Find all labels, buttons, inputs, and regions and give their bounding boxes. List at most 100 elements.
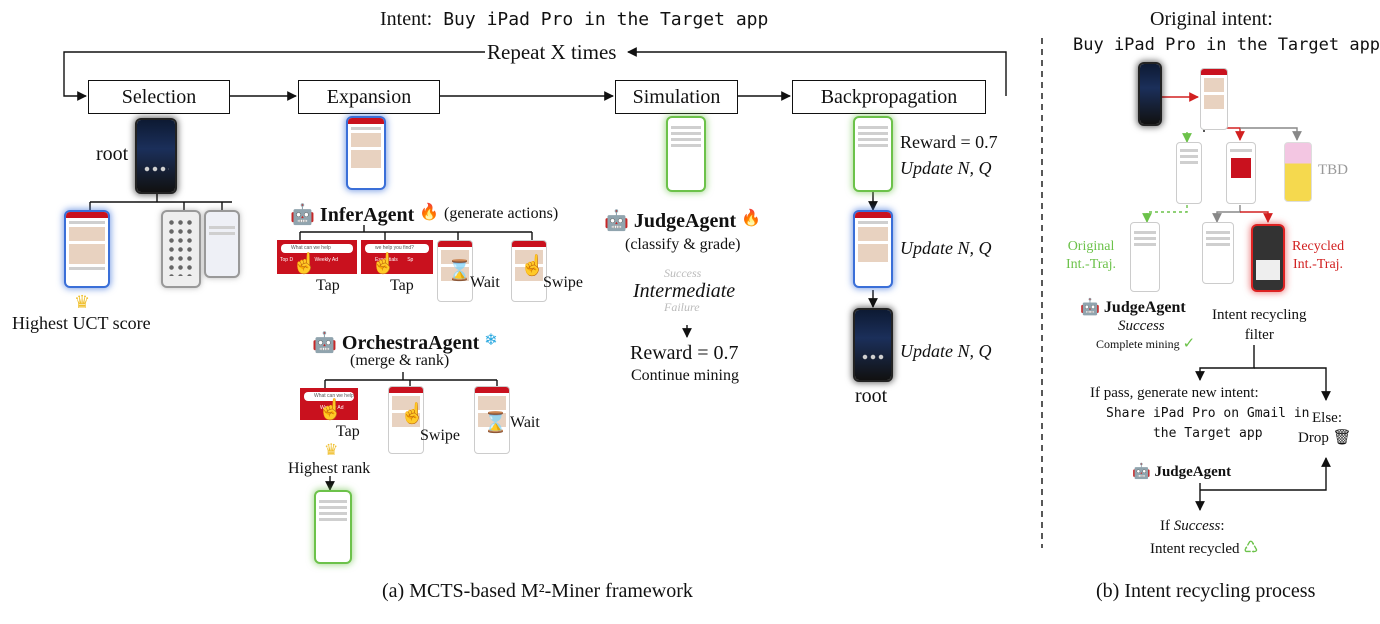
bp-update-3: Update N, Q bbox=[900, 341, 992, 361]
bp-update-1: Update N, Q bbox=[900, 158, 992, 178]
panel-a-caption: (a) MCTS-based M²-Miner framework bbox=[382, 580, 693, 602]
tap-hand-icon-1: ☝ bbox=[292, 253, 317, 275]
ranked-card-1: What can we help Weekly Ad bbox=[300, 388, 358, 420]
b-success: Success bbox=[1118, 318, 1165, 334]
repeat-loop-arrow-right bbox=[627, 47, 1007, 96]
judge-agent-label: JudgeAgent bbox=[633, 210, 737, 232]
loop-back-arrow bbox=[1200, 457, 1331, 491]
complete-row: Complete mining ✓ bbox=[1096, 334, 1195, 353]
orchestra-row: 🤖 OrchestraAgent ❄ bbox=[312, 330, 498, 355]
robot-icon-3: 🤖 bbox=[604, 210, 629, 232]
tree-b-green-2 bbox=[1142, 205, 1188, 223]
intent-recycled-label: Intent recycled bbox=[1150, 541, 1240, 557]
ranked-phone-swipe bbox=[388, 386, 424, 454]
action-label-1: Tap bbox=[316, 277, 340, 294]
action-card-2: we help you find? Essentials Sp bbox=[361, 240, 433, 274]
snowflake-icon: ❄ bbox=[484, 332, 498, 349]
action-phone-swipe bbox=[511, 240, 547, 302]
orchestra-tree bbox=[324, 372, 498, 388]
trash-icon: 🗑 bbox=[1332, 430, 1352, 446]
card-search-2: we help you find? bbox=[365, 244, 429, 253]
if-pass-label: If pass, generate new intent: bbox=[1090, 385, 1259, 401]
bp-root-label: root bbox=[855, 385, 888, 407]
b-phone-tbd bbox=[1284, 142, 1312, 202]
ranked-phone-wait bbox=[474, 386, 510, 454]
tree-b-green bbox=[1187, 128, 1205, 142]
drop-label: Drop bbox=[1298, 430, 1329, 446]
tree-b-gray-2 bbox=[1212, 205, 1241, 223]
highest-rank-label: Highest rank bbox=[288, 460, 371, 477]
selection-root-label: root bbox=[96, 143, 129, 165]
fire-icon-2: 🔥 bbox=[741, 210, 762, 227]
action-card-1: What can we help Top D Weekly Ad bbox=[277, 240, 357, 274]
bp-reward: Reward = 0.7 bbox=[900, 132, 998, 152]
card-left-label-1: Top D bbox=[280, 257, 294, 263]
b-judge-row-2: 🤖 JudgeAgent bbox=[1132, 462, 1231, 481]
selection-phone-2 bbox=[163, 212, 199, 286]
filter-label: Intent recycling filter bbox=[1212, 305, 1307, 345]
bp-phone-root bbox=[855, 310, 891, 380]
success-faded: Success bbox=[664, 266, 702, 280]
b-judge-label: JudgeAgent bbox=[1103, 299, 1186, 316]
b-root-phone bbox=[1140, 64, 1160, 124]
swipe-hand-icon-2: ☝ bbox=[400, 403, 425, 425]
b-judge-label-2: JudgeAgent bbox=[1154, 464, 1232, 480]
stage-expansion: Expansion bbox=[298, 80, 440, 114]
swipe-hand-icon: ☝ bbox=[520, 255, 545, 277]
simulation-reward: Reward = 0.7 bbox=[630, 342, 739, 364]
robot-icon: 🤖 bbox=[290, 204, 315, 226]
ranked-label-1: Tap bbox=[336, 423, 360, 440]
tbd-label: TBD bbox=[1318, 162, 1348, 178]
action-label-4: Swipe bbox=[543, 274, 583, 291]
original-traj: Original Int.-Traj. bbox=[1066, 238, 1116, 274]
bp-update-2: Update N, Q bbox=[900, 238, 992, 258]
else-label: Else: bbox=[1312, 410, 1342, 426]
recycled-traj-line1: Recycled bbox=[1292, 239, 1345, 254]
intent-line: Intent: Buy iPad Pro in the Target app bbox=[380, 8, 768, 31]
hourglass-icon: ⌛ bbox=[447, 260, 472, 282]
filter-line1: Intent recycling bbox=[1212, 307, 1307, 323]
else-arrow bbox=[1254, 367, 1331, 401]
tree-b-red-2 bbox=[1240, 211, 1273, 223]
intent-text: Buy iPad Pro in the Target app bbox=[443, 9, 769, 30]
b-phone-green bbox=[1176, 142, 1202, 204]
stage-selection: Selection bbox=[88, 80, 230, 114]
original-traj-line1: Original bbox=[1067, 239, 1115, 254]
new-intent-line1: Share iPad Pro on Gmail in bbox=[1106, 406, 1310, 421]
judge-note: (classify & grade) bbox=[625, 236, 741, 253]
highest-rank-phone bbox=[316, 492, 350, 562]
filter-line2: filter bbox=[1244, 327, 1274, 343]
bp-phone-leaf bbox=[855, 118, 891, 190]
fire-icon: 🔥 bbox=[419, 204, 440, 221]
card-right-label-1: Weekly Ad bbox=[314, 257, 338, 263]
orchestra-note: (merge & rank) bbox=[350, 352, 450, 369]
robot-icon-4: 🤖 bbox=[1080, 299, 1100, 316]
if-success-row: If Success: bbox=[1160, 518, 1225, 534]
ranked-label-2: Swipe bbox=[420, 427, 460, 444]
ranked-search-1: What can we help bbox=[304, 392, 354, 401]
robot-icon-5: 🤖 bbox=[1132, 464, 1151, 480]
stage-simulation: Simulation bbox=[615, 80, 738, 114]
crown-icon-2: ♛ bbox=[324, 442, 339, 459]
filter-arrow bbox=[1195, 345, 1255, 381]
judge-row: 🤖 JudgeAgent 🔥 bbox=[604, 208, 761, 233]
tree-b-gray bbox=[1240, 127, 1302, 141]
panel-b-caption: (b) Intent recycling process bbox=[1096, 580, 1316, 602]
if-success-word: Success bbox=[1173, 518, 1221, 534]
repeat-loop-arrow-left bbox=[63, 51, 485, 101]
selection-phone-3 bbox=[206, 212, 238, 276]
card-mid-label-2: Essentials bbox=[375, 257, 398, 263]
intermediate-label: Intermediate bbox=[633, 280, 736, 302]
drop-row: Drop 🗑 bbox=[1298, 428, 1352, 447]
root-phone bbox=[137, 120, 175, 192]
hourglass-icon-2: ⌛ bbox=[483, 412, 508, 434]
repeat-label: Repeat X times bbox=[487, 40, 617, 64]
crown-icon: ♛ bbox=[74, 292, 91, 312]
recycle-intent: Buy iPad Pro in the Target app bbox=[1073, 35, 1380, 55]
b-judge-row: 🤖 JudgeAgent bbox=[1080, 297, 1186, 317]
action-label-3: Wait bbox=[470, 274, 500, 291]
ranked-label-3: Wait bbox=[510, 414, 540, 431]
check-icon: ✓ bbox=[1182, 336, 1196, 352]
expansion-phone bbox=[348, 118, 384, 188]
